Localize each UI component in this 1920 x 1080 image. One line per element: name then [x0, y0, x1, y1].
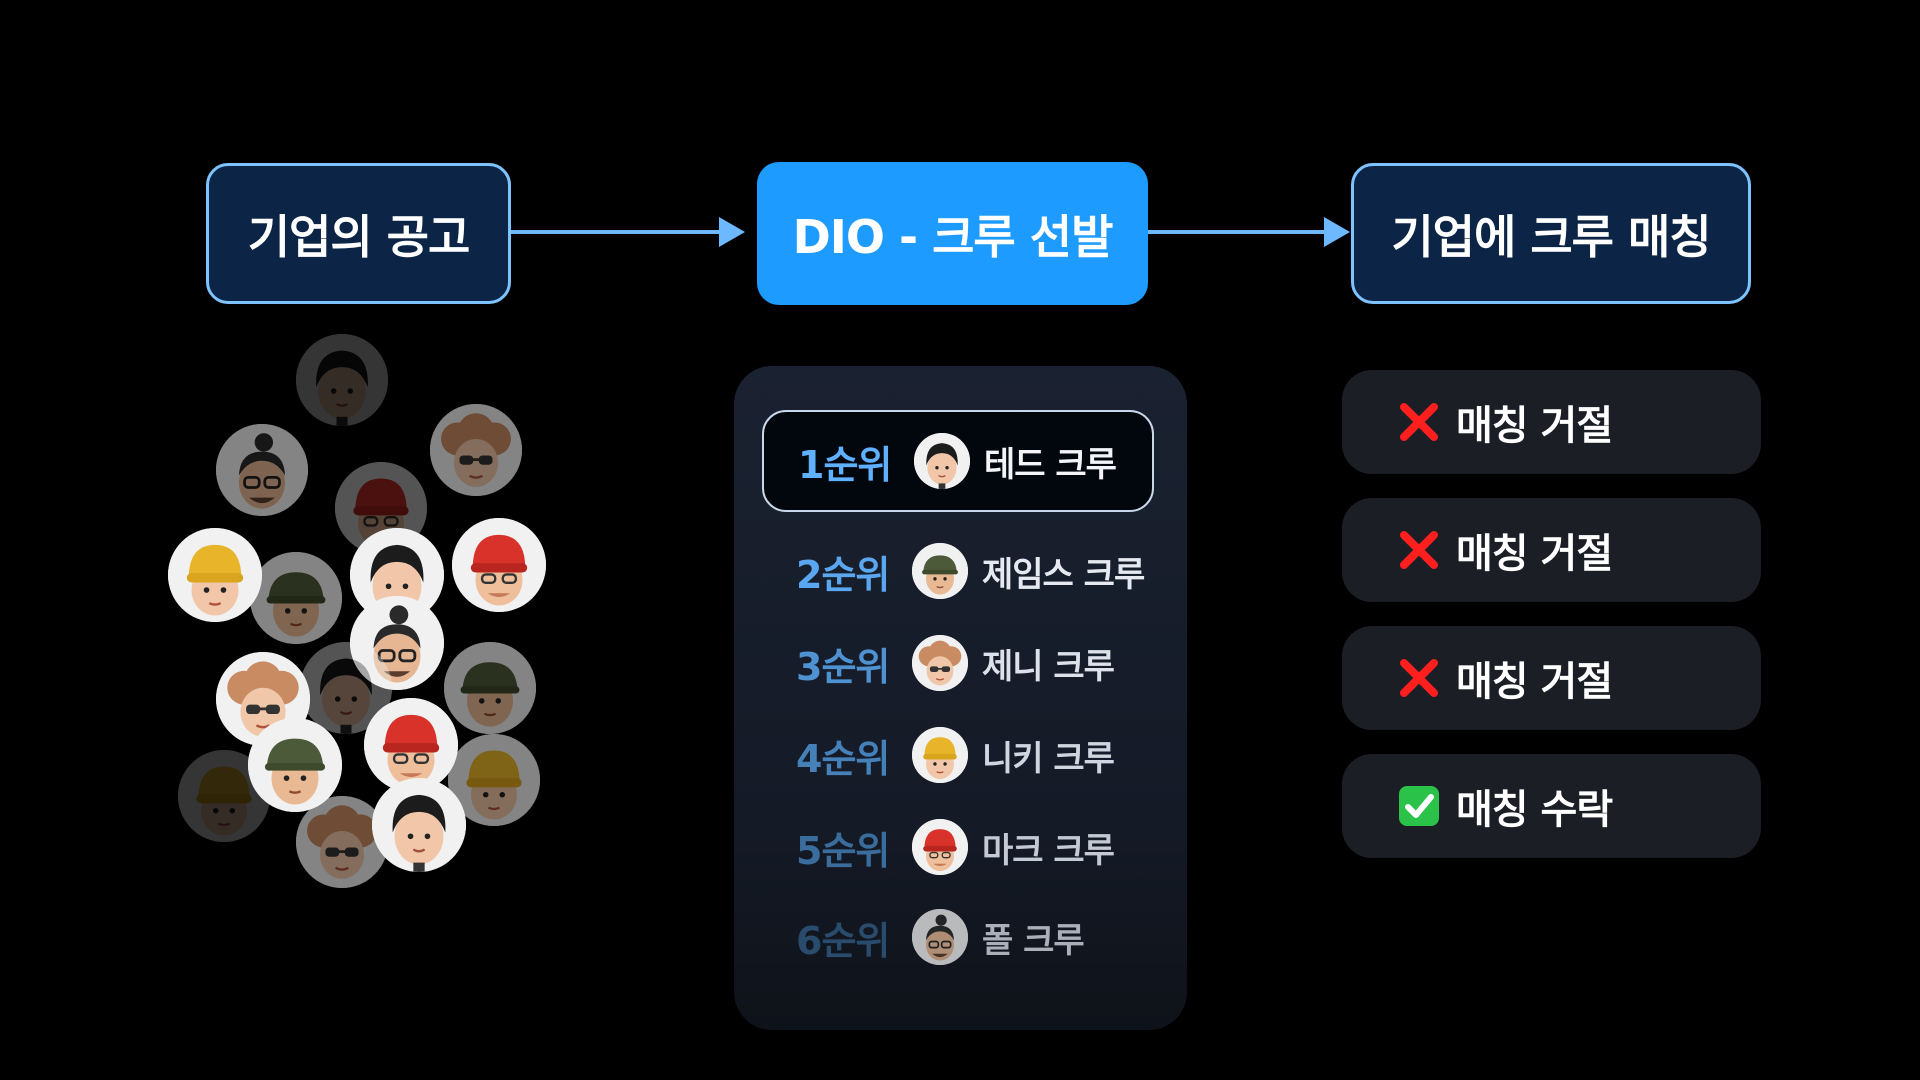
company-posting-label: 기업의 공고	[248, 201, 470, 267]
avatar-black-hair-icon	[914, 433, 970, 489]
crew-name: 폴 크루	[982, 913, 1084, 962]
candidate-avatar	[444, 642, 536, 734]
ranking-row[interactable]: 4순위 니키 크루	[762, 704, 1154, 806]
check-mark-icon	[1398, 785, 1440, 827]
arrow-posting-to-selection-head	[719, 217, 745, 247]
rank-label: 1순위	[798, 434, 891, 489]
dio-crew-selection-label: DIO - 크루 선발	[793, 201, 1113, 267]
match-result-text: 매칭 수락	[1456, 777, 1612, 835]
candidate-avatar	[296, 334, 388, 426]
avatar-black-hair-icon	[372, 778, 466, 872]
match-result-text: 매칭 거절	[1456, 393, 1612, 451]
crew-candidate-pool	[160, 330, 560, 900]
rank-label: 6순위	[796, 910, 889, 965]
cross-mark-icon	[1398, 529, 1440, 571]
rank-label: 4순위	[796, 728, 889, 783]
ranking-row[interactable]: 2순위 제임스 크루	[762, 520, 1154, 622]
arrow-posting-to-selection-line	[511, 230, 725, 234]
avatar-olive-cap-icon	[444, 642, 536, 734]
candidate-avatar	[372, 778, 466, 872]
avatar-yellow-beanie-icon	[912, 727, 968, 783]
ranking-row[interactable]: 1순위 테드 크루	[762, 410, 1154, 512]
crew-name: 제임스 크루	[982, 547, 1144, 596]
company-crew-match-label: 기업에 크루 매칭	[1391, 201, 1710, 267]
avatar-yellow-beanie-icon	[168, 528, 262, 622]
candidate-avatar	[216, 424, 308, 516]
match-result-card: 매칭 거절	[1342, 370, 1761, 474]
crew-name: 니키 크루	[982, 731, 1114, 780]
avatar-glasses-bun-icon	[216, 424, 308, 516]
avatar-olive-cap-icon	[912, 543, 968, 599]
crew-name: 제니 크루	[982, 639, 1114, 688]
avatar-red-beanie-icon	[912, 819, 968, 875]
avatar-black-hair-icon	[296, 334, 388, 426]
match-result-card: 매칭 거절	[1342, 498, 1761, 602]
crew-ranking-panel: 1순위 테드 크루 2순위 제임스 크루 3순위 제니 크루 4순위 니키 크루…	[734, 366, 1187, 1030]
candidate-avatar	[250, 552, 342, 644]
ranking-row[interactable]: 3순위 제니 크루	[762, 612, 1154, 714]
candidate-avatar	[168, 528, 262, 622]
match-result-text: 매칭 거절	[1456, 521, 1612, 579]
avatar-curly-sunglasses-icon	[430, 404, 522, 496]
rank-label: 2순위	[796, 544, 889, 599]
company-posting-node: 기업의 공고	[206, 163, 511, 304]
ranking-row[interactable]: 5순위 마크 크루	[762, 796, 1154, 898]
arrow-selection-to-match-line	[1148, 230, 1328, 234]
dio-crew-selection-node: DIO - 크루 선발	[757, 162, 1148, 305]
crew-name: 마크 크루	[982, 823, 1114, 872]
company-crew-match-node: 기업에 크루 매칭	[1351, 163, 1751, 304]
cross-mark-icon	[1398, 657, 1440, 699]
candidate-avatar	[430, 404, 522, 496]
rank-label: 5순위	[796, 820, 889, 875]
avatar-red-beanie-icon	[452, 518, 546, 612]
crew-avatar	[912, 819, 968, 875]
avatar-curly-sunglasses-icon	[912, 635, 968, 691]
avatar-glasses-bun-icon	[912, 909, 968, 965]
candidate-avatar	[452, 518, 546, 612]
avatar-olive-cap-icon	[250, 552, 342, 644]
ranking-row[interactable]: 6순위 폴 크루	[762, 886, 1154, 988]
match-result-card: 매칭 수락	[1342, 754, 1761, 858]
crew-avatar	[912, 909, 968, 965]
match-result-text: 매칭 거절	[1456, 649, 1612, 707]
match-result-card: 매칭 거절	[1342, 626, 1761, 730]
crew-avatar	[912, 543, 968, 599]
cross-mark-icon	[1398, 401, 1440, 443]
crew-avatar	[912, 635, 968, 691]
crew-avatar	[914, 433, 970, 489]
rank-label: 3순위	[796, 636, 889, 691]
crew-name: 테드 크루	[984, 437, 1116, 486]
crew-avatar	[912, 727, 968, 783]
arrow-selection-to-match-head	[1324, 217, 1350, 247]
